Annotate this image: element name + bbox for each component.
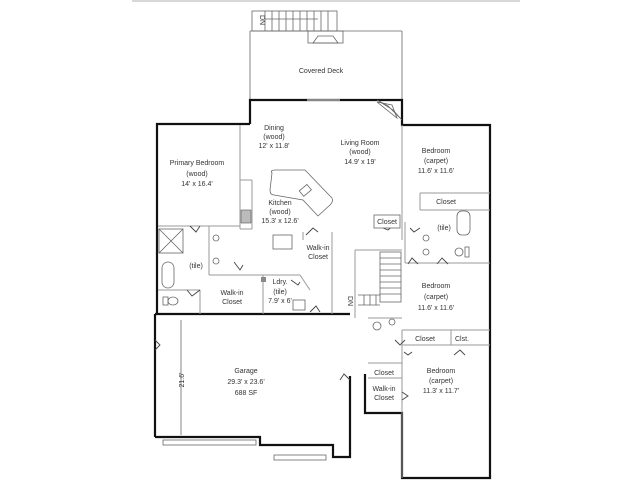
laundry-sink <box>292 299 306 311</box>
room-labels: Dining (wood) 12' x 11.8' Living Room (w… <box>170 125 469 402</box>
living-size: 14.9' x 19' <box>344 159 375 166</box>
kitchen-walkin-line1: Walk-in <box>306 245 329 252</box>
living-floor: (wood) <box>349 149 370 156</box>
interior-walls <box>158 125 490 478</box>
kitchen-walkin-line2: Closet <box>308 254 328 261</box>
refrigerator <box>272 234 293 250</box>
garage-door-1[interactable] <box>162 439 257 446</box>
bed3-walkin-line1: Walk-in <box>372 386 395 393</box>
laundry-floor: (tile) <box>273 289 287 296</box>
laundry-vent <box>261 277 266 282</box>
hall-bath-floor: (tile) <box>437 225 451 232</box>
garage-dimension-label: 21.6' <box>179 373 186 388</box>
bedroom-2-clst: Clst. <box>455 336 469 343</box>
covered-deck: Covered Deck <box>249 30 403 100</box>
top-border <box>132 0 520 2</box>
bathtub <box>161 261 175 289</box>
living-closet-label: Closet <box>377 219 397 226</box>
bed3-walkin-line2: Closet <box>374 395 394 402</box>
bedroom-1-name: Bedroom <box>422 148 451 155</box>
primary-bath-floor: (tile) <box>189 263 203 270</box>
deck-stairs: DN <box>251 10 338 32</box>
laundry-name: Ldry. <box>272 279 287 286</box>
garage-door-2[interactable] <box>273 454 327 461</box>
powder-toilet <box>372 321 382 331</box>
garage-name: Garage <box>234 368 257 375</box>
bedroom-3-size: 11.3' x 11.7' <box>423 388 459 395</box>
toilet <box>167 296 179 306</box>
primary-walkin-line2: Closet <box>222 299 242 306</box>
hall-sink-2 <box>422 248 430 256</box>
fireplace <box>376 99 403 121</box>
range <box>240 209 252 224</box>
bedroom-2-size: 11.6' x 11.6' <box>418 305 454 312</box>
fireplace-hearth <box>376 101 398 120</box>
primary-walkin-line1: Walk-in <box>220 290 243 297</box>
living-name: Living Room <box>341 140 380 147</box>
interior-stairs-dn-label: DN <box>346 296 353 306</box>
hall-tub <box>456 210 471 236</box>
primary-bedroom-name: Primary Bedroom <box>170 160 225 167</box>
primary-bedroom-size: 14' x 16.4' <box>181 181 212 188</box>
dining-floor: (wood) <box>263 134 284 141</box>
dining-size: 12' x 11.8' <box>259 143 290 150</box>
island-sink <box>298 183 312 197</box>
hall-sink-1 <box>422 234 430 242</box>
sink-1 <box>212 234 220 242</box>
kitchen-size: 15.3' x 12.6' <box>261 218 298 225</box>
living-closet-box <box>373 214 401 229</box>
laundry-size: 7.9' x 6' <box>268 298 292 305</box>
interior-stairs: DN <box>346 251 402 306</box>
hall-toilet <box>454 247 464 257</box>
covered-deck-name: Covered Deck <box>299 68 344 75</box>
bedroom-1-size: 11.6' x 11.6' <box>418 168 454 175</box>
deck-stairs-dn-label: DN <box>258 15 265 25</box>
sink-2 <box>212 257 220 265</box>
dining-name: Dining <box>264 125 284 132</box>
primary-bedroom-floor: (wood) <box>186 171 207 178</box>
bedroom-3-closet: Closet <box>374 370 394 377</box>
bedroom-2-closet: Closet <box>415 336 435 343</box>
bedroom-3-name: Bedroom <box>427 368 456 375</box>
bedroom-3-floor: (carpet) <box>429 378 453 385</box>
bedroom-2-name: Bedroom <box>422 283 451 290</box>
bedroom-1-floor: (carpet) <box>424 158 448 165</box>
garage-area: 688 SF <box>235 390 258 397</box>
powder-sink <box>388 318 396 326</box>
garage-size: 29.3' x 23.6' <box>227 379 264 386</box>
bedroom-1-closet: Closet <box>436 199 456 206</box>
toilet-tank <box>162 296 169 306</box>
kitchen-name: Kitchen <box>268 200 291 207</box>
bedroom-2-floor: (carpet) <box>424 294 448 301</box>
kitchen-floor: (wood) <box>269 209 290 216</box>
doors <box>154 224 466 401</box>
